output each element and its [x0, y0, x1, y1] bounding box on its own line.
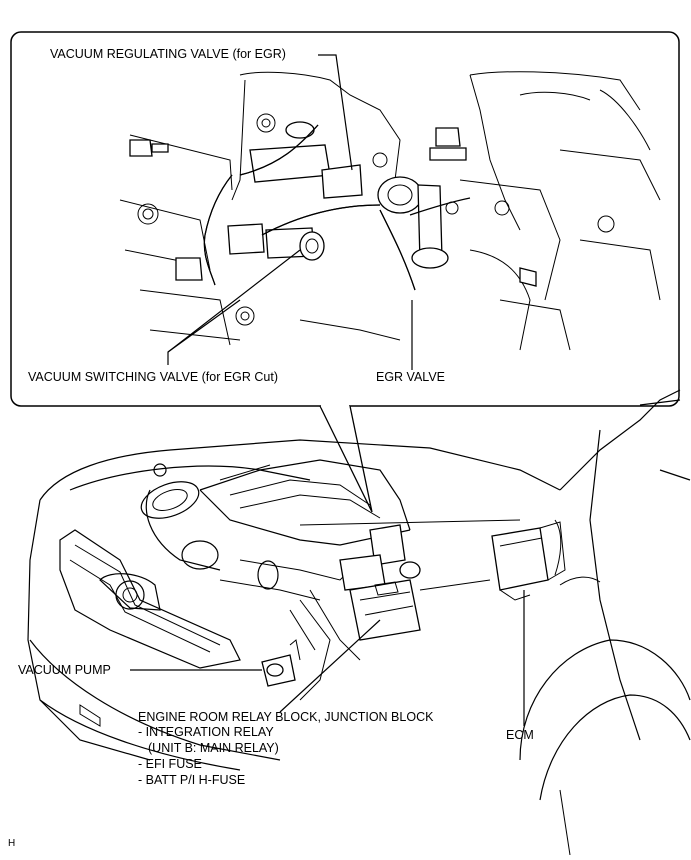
- label-relay-block-title: ENGINE ROOM RELAY BLOCK, JUNCTION BLOCK: [138, 710, 434, 724]
- label-vacuum-pump: VACUUM PUMP: [18, 663, 111, 677]
- vehicle-front-view: [27, 389, 691, 856]
- label-ecm: ECM: [506, 728, 534, 742]
- label-relay-item-efi-fuse: - EFI FUSE: [138, 757, 202, 771]
- detail-view: [10, 31, 680, 513]
- egr-valve-part: [377, 176, 471, 291]
- detail-engine-outline: [119, 71, 661, 351]
- label-relay-item-batt-fuse: - BATT P/I H-FUSE: [138, 773, 246, 787]
- vacuum-switching-valve-part: [227, 204, 381, 261]
- label-vacuum-switching-valve: VACUUM SWITCHING VALVE (for EGR Cut): [28, 370, 279, 384]
- label-vacuum-regulating-valve: VACUUM REGULATING VALVE (for EGR): [50, 47, 286, 61]
- figure-code: H: [8, 838, 16, 849]
- label-relay-item-integration: - INTEGRATION RELAY: [138, 725, 274, 739]
- label-relay-item-main-relay: (UNIT B: MAIN RELAY): [148, 741, 279, 755]
- label-egr-valve: EGR VALVE: [376, 370, 446, 384]
- vacuum-regulating-valve-part: [203, 121, 363, 286]
